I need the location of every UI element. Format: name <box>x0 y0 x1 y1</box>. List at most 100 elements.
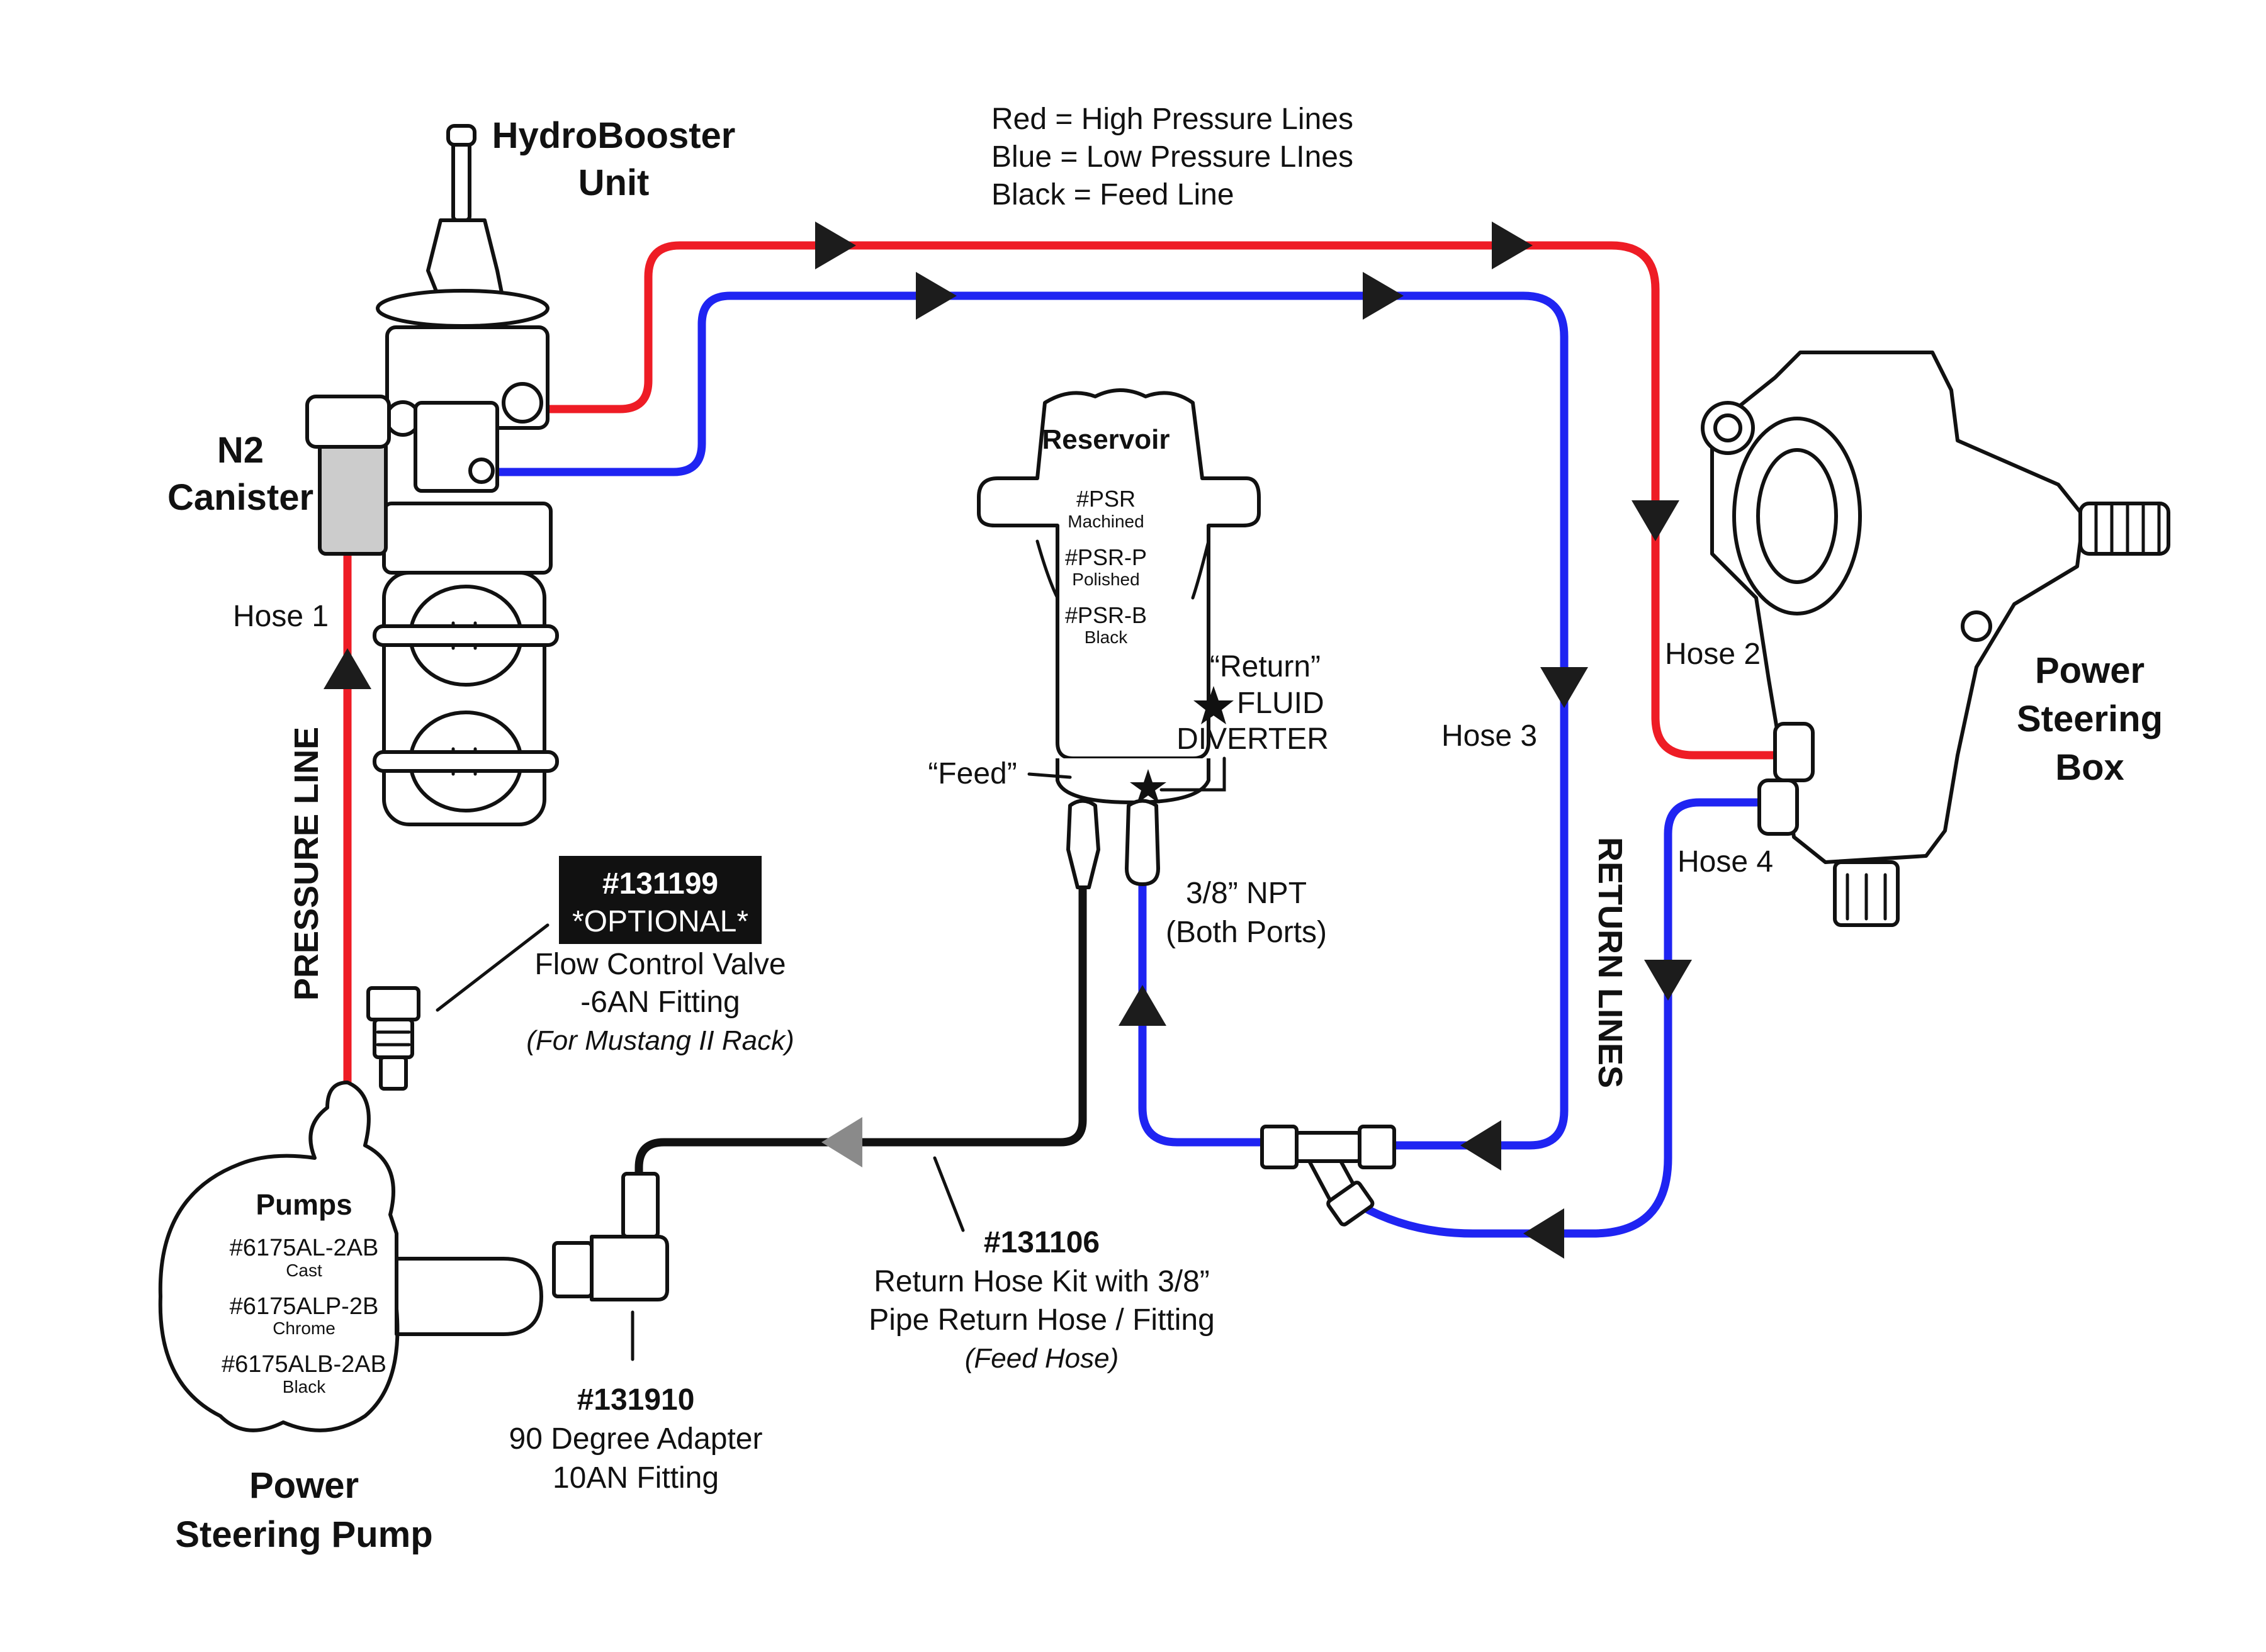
arrow-right-red-2 <box>1492 222 1533 269</box>
reservoir <box>977 388 1261 889</box>
steering-box-title-2: Steering <box>2017 699 2163 739</box>
arrow-left-blue-2 <box>1523 1208 1564 1259</box>
feed-port <box>1066 799 1100 889</box>
pump-part-1: #6175AL-2AB <box>230 1235 379 1261</box>
pump-labels: Pumps #6175AL-2AB Cast #6175ALP-2B Chrom… <box>222 1188 386 1396</box>
arrow-down-red <box>1632 500 1679 541</box>
power-steering-box <box>1701 351 2170 927</box>
tee-right <box>1358 1125 1396 1169</box>
diverter-label-1: “Return” <box>1210 650 1321 683</box>
tee-left <box>1260 1125 1299 1169</box>
booster-flange <box>376 289 550 328</box>
legend-blue: Blue = Low Pressure LInes <box>991 140 1353 174</box>
arrow-left-grey <box>821 1117 862 1167</box>
steering-box-title-1: Power <box>2035 650 2145 691</box>
feed-leader <box>1027 772 1072 779</box>
pump-desc-2: Chrome <box>273 1318 335 1338</box>
return-kit-line-1: Return Hose Kit with 3/8” <box>874 1265 1210 1298</box>
reservoir-bracket-left <box>1035 539 1059 600</box>
tee-fitting <box>933 1125 1396 1232</box>
pump-desc-1: Cast <box>286 1261 322 1280</box>
pump-part-2: #6175ALP-2B <box>230 1293 379 1320</box>
arrow-right-blue-1 <box>916 272 957 320</box>
return-kit-line-2: Pipe Return Hose / Fitting <box>869 1303 1215 1337</box>
hydrobooster-title-2: Unit <box>578 162 650 203</box>
return-port <box>1125 799 1160 886</box>
n2-canister-body <box>318 439 388 556</box>
optional-badge <box>559 856 762 944</box>
valve-nipple <box>379 1055 408 1091</box>
cylinder-strap-2 <box>373 750 559 773</box>
arrow-left-blue-1 <box>1460 1120 1501 1171</box>
reservoir-part-2: #PSR-P <box>1065 544 1147 570</box>
adapter-labels: #131910 90 Degree Adapter 10AN Fitting <box>509 1383 763 1495</box>
reservoir-desc-2: Polished <box>1072 570 1139 589</box>
flow-valve-line-1: Flow Control Valve <box>534 948 786 981</box>
arrow-down-blue-hose4 <box>1644 960 1692 1001</box>
canister-label-1: N2 <box>217 430 264 471</box>
reservoir-part-1: #PSR <box>1076 486 1136 512</box>
adapter-nut <box>552 1241 594 1298</box>
flow-arrows <box>324 222 1692 1259</box>
hose-4-label: Hose 4 <box>1677 845 1773 879</box>
hydrobooster-unit <box>373 124 559 826</box>
steering-box-labels: Power Steering Box <box>2017 650 2163 788</box>
feed-line <box>634 883 1087 1181</box>
reservoir-desc-3: Black <box>1085 627 1128 647</box>
diverter-leader <box>1159 756 1226 792</box>
n2-canister-cap <box>305 395 391 449</box>
reservoir-labels: Reservoir #PSR Machined #PSR-P Polished … <box>1042 424 1170 647</box>
legend-black: Black = Feed Line <box>991 178 1234 211</box>
pumps-title: Pumps <box>256 1188 352 1221</box>
flow-valve-line-2: -6AN Fitting <box>580 986 740 1019</box>
adapter-part: #131910 <box>577 1383 695 1417</box>
hose-3-label: Hose 3 <box>1441 719 1537 753</box>
npt-label-1: 3/8” NPT <box>1186 877 1307 910</box>
legend: Red = High Pressure Lines Blue = Low Pre… <box>991 103 1353 211</box>
arrow-right-red-1 <box>815 222 856 269</box>
power-steering-pump <box>158 1081 543 1432</box>
feed-hose-line <box>634 883 1087 1181</box>
feed-label: “Feed” <box>928 757 1017 790</box>
return-to-reservoir-line <box>1138 877 1266 1147</box>
arrow-right-blue-2 <box>1363 272 1404 320</box>
pump-desc-3: Black <box>283 1377 326 1396</box>
arrow-down-blue-hose3 <box>1540 667 1588 708</box>
steering-box-input-shaft <box>2078 502 2170 556</box>
hose-4-line <box>1355 798 1764 1238</box>
return-kit-part: #131106 <box>984 1226 1100 1259</box>
legend-red: Red = High Pressure Lines <box>991 103 1353 136</box>
low-pressure-lines <box>490 291 1764 1238</box>
booster-port-low <box>468 458 495 484</box>
tee-branch-end <box>1326 1181 1375 1227</box>
steering-box-port-high <box>1773 722 1815 782</box>
valve-hex <box>366 986 420 1021</box>
steering-box-bolt <box>1961 610 1992 642</box>
return-kit-leader <box>933 1156 965 1232</box>
diverter-label-3: DIVERTER <box>1176 722 1329 756</box>
arrow-up-red-hose1 <box>324 648 371 689</box>
steering-box-title-3: Box <box>2055 747 2124 788</box>
adapter-90-degree <box>552 1172 669 1361</box>
reservoir-desc-1: Machined <box>1068 512 1144 531</box>
reservoir-bracket-right <box>1191 539 1210 600</box>
reservoir-bottom <box>1056 758 1210 804</box>
hose-2-line <box>531 241 1779 760</box>
adapter-vertical <box>621 1172 660 1239</box>
pump-title-2: Steering Pump <box>175 1514 432 1555</box>
return-lines-label: RETURN LINES <box>1591 837 1629 1088</box>
return-kit-labels: #131106 Return Hose Kit with 3/8” Pipe R… <box>869 1226 1215 1374</box>
reservoir-title: Reservoir <box>1042 424 1170 455</box>
booster-stem-tip <box>446 124 476 147</box>
flow-valve-part: #131199 <box>602 867 718 901</box>
pump-body <box>158 1081 543 1432</box>
adapter-elbow <box>590 1235 669 1301</box>
cylinder-strap-1 <box>373 624 559 647</box>
adapter-line-1: 90 Degree Adapter <box>509 1422 763 1456</box>
diverter-label-2: FLUID <box>1237 687 1324 720</box>
return-kit-line-3: (Feed Hose) <box>965 1343 1119 1374</box>
hose-1-label: Hose 1 <box>233 600 329 633</box>
pressure-line-label: PRESSURE LINE <box>288 727 325 1001</box>
pump-part-3: #6175ALB-2AB <box>222 1351 386 1378</box>
